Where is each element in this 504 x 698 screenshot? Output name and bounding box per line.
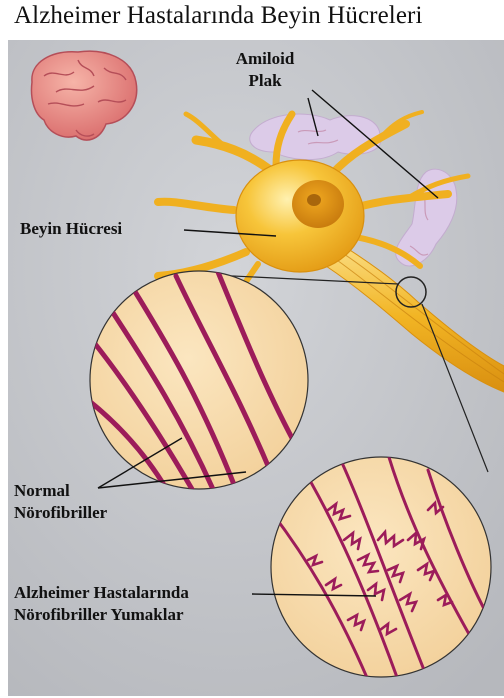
label-beyin-hucresi: Beyin Hücresi — [20, 218, 122, 240]
figure-title: Alzheimer Hastalarında Beyin Hücreleri — [14, 2, 423, 30]
label-normal-norofibriller: Normal Nörofibriller — [14, 480, 107, 524]
label-normal-line2: Nörofibriller — [14, 502, 107, 524]
label-amiloid-line1: Amiloid — [222, 48, 308, 70]
label-normal-line1: Normal — [14, 480, 107, 502]
label-alz-line2: Nörofibriller Yumaklar — [14, 604, 189, 626]
label-alz-line1: Alzheimer Hastalarında — [14, 582, 189, 604]
label-amiloid-line2: Plak — [222, 70, 308, 92]
label-alzheimer-yumaklar: Alzheimer Hastalarında Nörofibriller Yum… — [14, 582, 189, 626]
label-amiloid: Amiloid Plak — [222, 48, 308, 92]
